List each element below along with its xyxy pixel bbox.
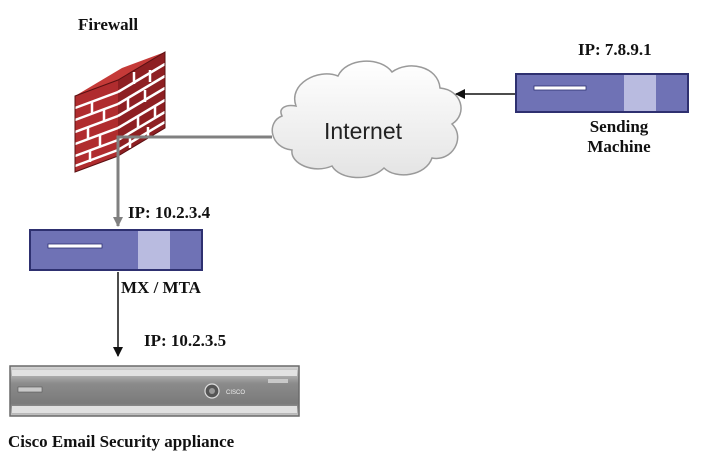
appliance-name-label: Cisco Email Security appliance <box>8 432 235 451</box>
cloud-icon: Internet <box>271 60 462 179</box>
mx-server-icon <box>29 229 203 271</box>
sending-machine-server-icon <box>515 73 689 113</box>
mx-name-label: MX / MTA <box>121 278 201 297</box>
appliance-ip-label: IP: 10.2.3.5 <box>144 331 227 350</box>
internet-label: Internet <box>324 118 403 144</box>
sender-name-line1: Sending <box>589 117 649 136</box>
sender-name-line2: Machine <box>587 136 651 156</box>
firewall-label: Firewall <box>78 15 139 34</box>
sender-name-label: Sending Machine <box>574 117 664 156</box>
security-appliance-icon: CISCO <box>9 365 300 417</box>
appliance-brand-label: CISCO <box>226 390 245 396</box>
sender-ip-label: IP: 7.8.9.1 <box>578 40 652 59</box>
mx-ip-label: IP: 10.2.3.4 <box>128 203 211 222</box>
connector-internet-to-mx <box>113 135 272 227</box>
firewall-icon <box>74 51 166 173</box>
